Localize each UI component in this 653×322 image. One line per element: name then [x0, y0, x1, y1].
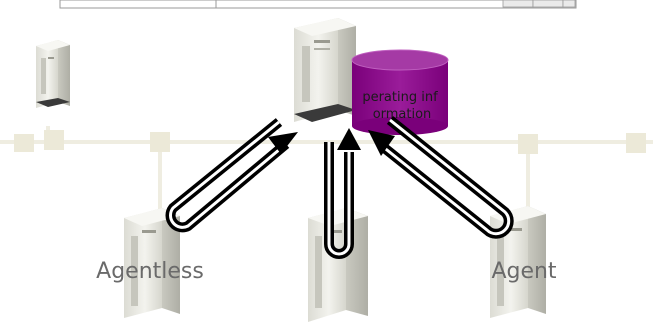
database-label-line1: perating inf	[362, 90, 438, 105]
database-label-line2: ormation	[373, 107, 432, 122]
database-icon: perating inf ormation	[351, 49, 449, 135]
top-window-strip	[59, 0, 577, 9]
server-center-icon	[308, 208, 368, 322]
arrow-agentless-loop	[165, 118, 298, 233]
network-node	[14, 134, 34, 152]
network-node	[44, 130, 64, 150]
agentless-label: Agentless	[96, 259, 204, 284]
network-node	[518, 134, 538, 154]
agent-label: Agent	[491, 259, 556, 284]
central-server-icon	[294, 18, 356, 122]
server-icon	[36, 40, 70, 108]
network-node	[626, 133, 646, 153]
arrow-agent-loop	[368, 116, 514, 239]
arrow-center-loop	[324, 128, 361, 259]
network-node	[150, 132, 170, 152]
